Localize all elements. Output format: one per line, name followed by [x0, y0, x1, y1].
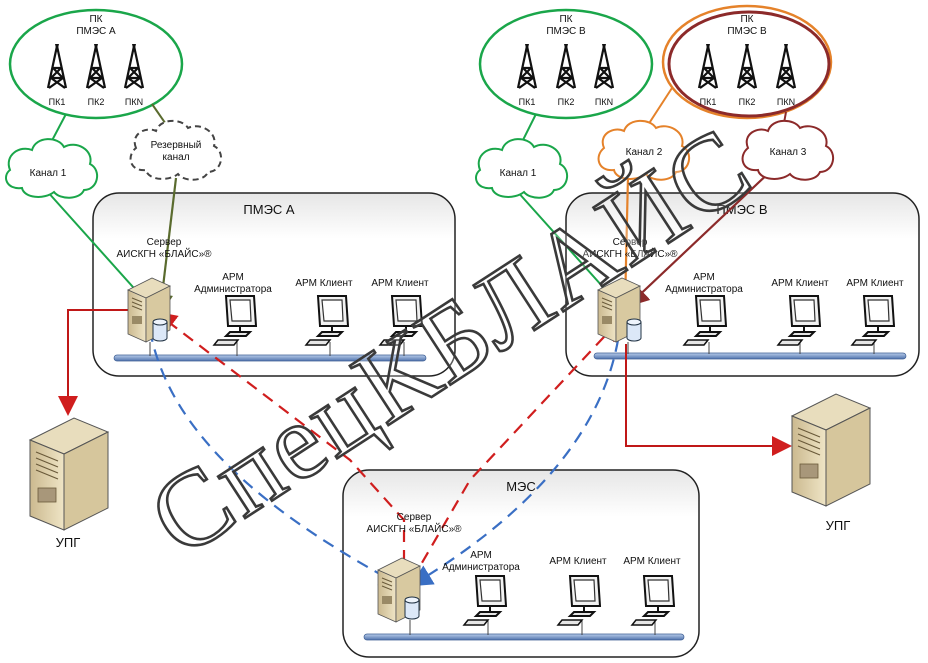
link-kanal2-top: [645, 87, 673, 129]
cloud-kanal3: Канал 3: [741, 119, 835, 181]
pk-b2-title-2: ПМЭС В: [727, 26, 767, 37]
pk-b1-title-2: ПМЭС В: [546, 26, 586, 37]
pk-a-title-2: ПМЭС А: [76, 26, 116, 37]
pk-b1-tower3-label: ПКN: [595, 97, 613, 107]
upg-right-server-icon: [791, 393, 871, 507]
mes-server-label-2: АИСКГН «БЛАЙС»®: [366, 522, 462, 535]
link-kanal3-bottom: [626, 167, 775, 308]
pmes-a-admin-label-1: АРМ: [222, 272, 244, 283]
pk-b1-group: ПК ПМЭС В ПК1 ПК2 ПКN: [478, 8, 654, 120]
mes-admin-label-2: Администратора: [442, 562, 520, 573]
pmes-b-title: ПМЭС В: [716, 202, 767, 217]
pmes-a-client1-label: АРМ Клиент: [295, 278, 353, 289]
mes-title: МЭС: [506, 479, 536, 494]
pk-b1-title-1: ПК: [559, 14, 572, 25]
pk-b1-tower1-label: ПК1: [519, 97, 536, 107]
database-icon: [152, 318, 168, 342]
mes-zone: МЭС: [342, 469, 700, 658]
link-pmes-b-upg: [625, 344, 792, 456]
link-kanal1-b-bottom: [515, 189, 623, 309]
pmes-a-bus: [113, 354, 427, 362]
upg-left-label: УПГ: [56, 535, 81, 550]
pmes-b-admin-label-1: АРМ: [693, 272, 715, 283]
pk-a-title-1: ПК: [89, 14, 102, 25]
link-a-to-mes-blue: [148, 329, 402, 587]
pmes-b-server-label-1: Сервер: [613, 237, 648, 248]
pmes-a-zone: ПМЭС А: [92, 192, 456, 377]
pmes-a-title: ПМЭС А: [243, 202, 295, 217]
cloud-kanal1-right: Канал 1: [475, 138, 569, 199]
mes-admin-label-1: АРМ: [470, 550, 492, 561]
mes-client1-label: АРМ Клиент: [549, 556, 607, 567]
pk-a-group: ПК ПМЭС А ПК1 ПК2 ПКN: [8, 8, 184, 120]
pmes-b-admin-label-2: Администратора: [665, 284, 743, 295]
pmes-a-server-label-2: АИСКГН «БЛАЙС»®: [116, 247, 212, 260]
pmes-a-client2-label: АРМ Клиент: [371, 278, 429, 289]
cloud-reserve-label-2: канал: [162, 152, 189, 163]
mes-server-label-1: Сервер: [397, 512, 432, 523]
pmes-a-admin-label-2: Администратора: [194, 284, 272, 295]
link-mes-to-a-red: [154, 311, 406, 582]
link-pmes-a-upg: [58, 309, 128, 416]
cloud-kanal1-left-label: Канал 1: [30, 168, 67, 179]
pk-b2-group: ПК ПМЭС В ПК1 ПК2 ПКN: [661, 4, 833, 120]
cloud-kanal1-right-label: Канал 1: [500, 168, 537, 179]
pk-a-tower2-label: ПК2: [88, 97, 105, 107]
cloud-reserve-label-1: Резервный: [151, 140, 202, 151]
database-icon: [404, 596, 420, 620]
pmes-b-client1-label: АРМ Клиент: [771, 278, 829, 289]
cloud-kanal2: Канал 2: [597, 119, 691, 181]
pmes-b-zone: ПМЭС В: [565, 192, 920, 377]
pk-b2-tower2-label: ПК2: [739, 97, 756, 107]
mes-client2-label: АРМ Клиент: [623, 556, 681, 567]
cloud-kanal1-left: Канал 1: [5, 138, 99, 199]
cloud-kanal3-label: Канал 3: [770, 147, 807, 158]
upg-left-server-icon: [29, 417, 109, 531]
pmes-b-server-label-2: АИСКГН «БЛАЙС»®: [582, 247, 678, 260]
pk-b2-tower3-label: ПКN: [777, 97, 795, 107]
database-icon: [626, 318, 642, 342]
cloud-kanal2-label: Канал 2: [626, 147, 663, 158]
cloud-reserve: Резервный канал: [129, 119, 223, 181]
pmes-b-bus: [593, 352, 907, 360]
pk-a-tower1-label: ПК1: [49, 97, 66, 107]
mes-bus: [363, 633, 685, 641]
upg-right-label: УПГ: [826, 518, 851, 533]
link-kanal1-a-bottom: [45, 189, 153, 309]
pk-b2-title-1: ПК: [740, 14, 753, 25]
pk-b2-tower1-label: ПК1: [700, 97, 717, 107]
pmes-b-client2-label: АРМ Клиент: [846, 278, 904, 289]
pk-b1-tower2-label: ПК2: [558, 97, 575, 107]
pk-a-tower3-label: ПКN: [125, 97, 143, 107]
pmes-a-server-label-1: Сервер: [147, 237, 182, 248]
